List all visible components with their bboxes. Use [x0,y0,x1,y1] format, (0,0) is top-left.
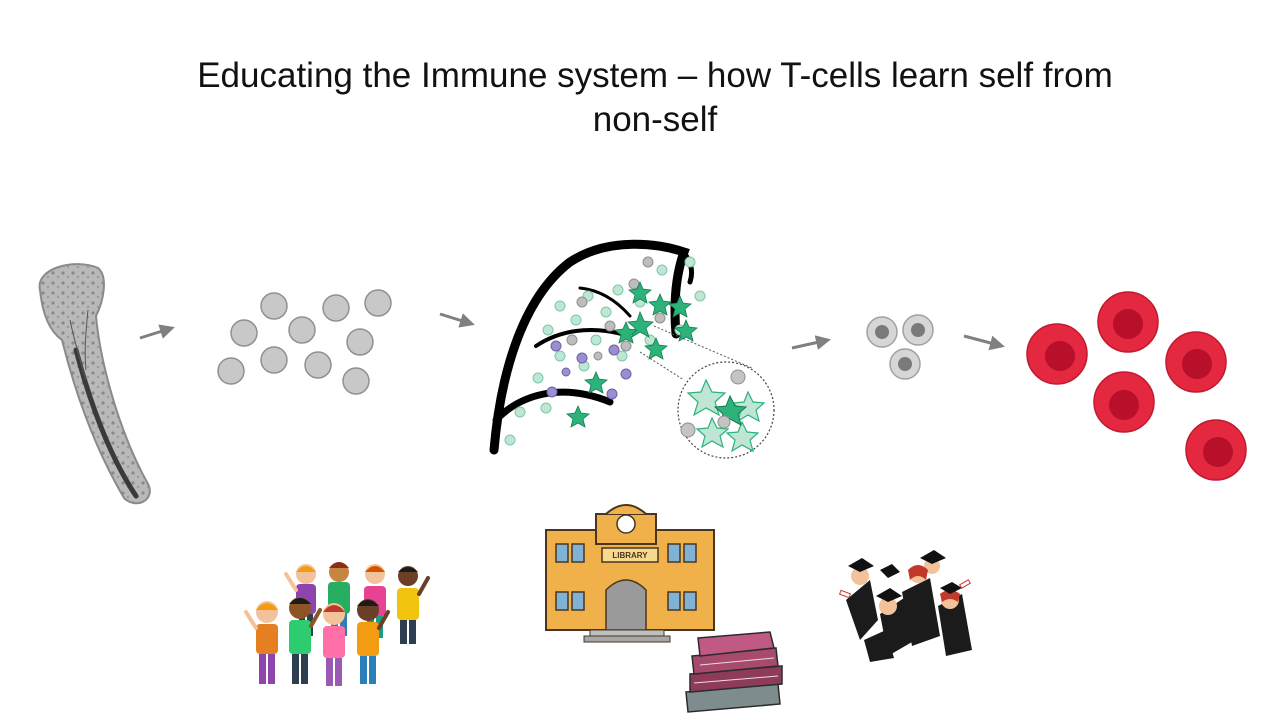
children-group-illustration [244,562,430,686]
stem-cell-cluster-icon [217,289,392,395]
slide-title: Educating the Immune system – how T-cell… [120,54,1190,142]
arrow-1 [139,324,175,340]
library-sign: LIBRARY [612,551,648,560]
book-stack-illustration [685,631,783,713]
arrow-2 [439,312,475,328]
mature-t-cell-cluster-icon [1026,291,1247,481]
arrow-3 [791,335,831,350]
arrow-4 [963,334,1005,351]
title-line-2: non-self [592,100,718,139]
magnified-detail-icon [639,325,775,459]
school-library-illustration: LIBRARY [545,504,715,643]
femur-bone-icon [38,263,151,505]
graduates-illustration [838,550,972,662]
thymocyte-cluster-icon [866,314,934,380]
thymus-icon [489,239,706,455]
title-line-1: Educating the Immune system – how T-cell… [197,56,1113,95]
